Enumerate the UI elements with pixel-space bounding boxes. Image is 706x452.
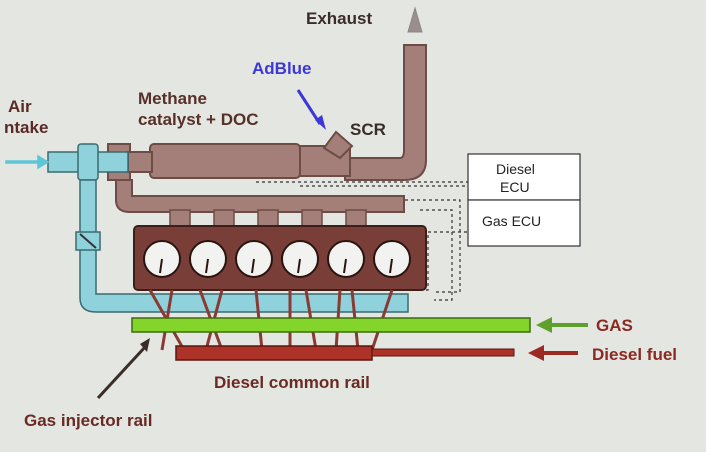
adblue-injector xyxy=(322,130,354,160)
diesel-ecu-label-line1: Diesel xyxy=(496,161,535,177)
gas-label: GAS xyxy=(596,316,633,335)
diesel-common-rail-label: Diesel common rail xyxy=(214,373,370,392)
cylinder-pointers xyxy=(159,258,393,274)
catalyst-connector xyxy=(127,151,153,173)
gas-injector-callout-arrowhead-icon xyxy=(140,338,150,352)
adblue-arrowhead-icon xyxy=(315,115,326,130)
scr-label: SCR xyxy=(350,120,386,139)
methane-catalyst-doc xyxy=(149,143,301,179)
gas-ecu-label: Gas ECU xyxy=(482,213,542,229)
exhaust-label: Exhaust xyxy=(306,9,373,28)
air-intake-label-line1: Air xyxy=(8,97,32,116)
adblue-label: AdBlue xyxy=(252,59,312,78)
diesel-common-rail xyxy=(175,345,373,361)
diesel-fuel-label: Diesel fuel xyxy=(592,345,678,364)
throttle-valve xyxy=(79,233,97,249)
diesel-arrow-icon xyxy=(528,345,578,361)
diesel-ecu-box xyxy=(467,153,581,201)
exhaust-manifold xyxy=(115,179,405,213)
gas-arrow-icon xyxy=(536,317,588,333)
exhaust-arrow-icon xyxy=(407,6,423,33)
intake-manifold xyxy=(79,179,409,313)
exhaust-pipe xyxy=(344,44,427,181)
gas-ecu-box xyxy=(467,199,581,247)
gas-injector-callout xyxy=(96,344,148,400)
gas-injector-rail-label: Gas injector rail xyxy=(24,411,153,430)
air-intake-label-line2: ntake xyxy=(4,118,49,137)
diesel-ecu-label-line2: ECU xyxy=(500,179,530,195)
methane-label-line1: Methane xyxy=(138,89,207,108)
gas-injector-rail xyxy=(131,317,531,333)
methane-label-line2: catalyst + DOC xyxy=(138,110,259,129)
diesel-feed-line xyxy=(371,348,515,357)
adblue-arrow-icon xyxy=(296,89,322,125)
air-intake-arrow-icon xyxy=(5,154,50,170)
air-filter xyxy=(77,143,99,181)
ecu-wiring xyxy=(256,181,468,301)
